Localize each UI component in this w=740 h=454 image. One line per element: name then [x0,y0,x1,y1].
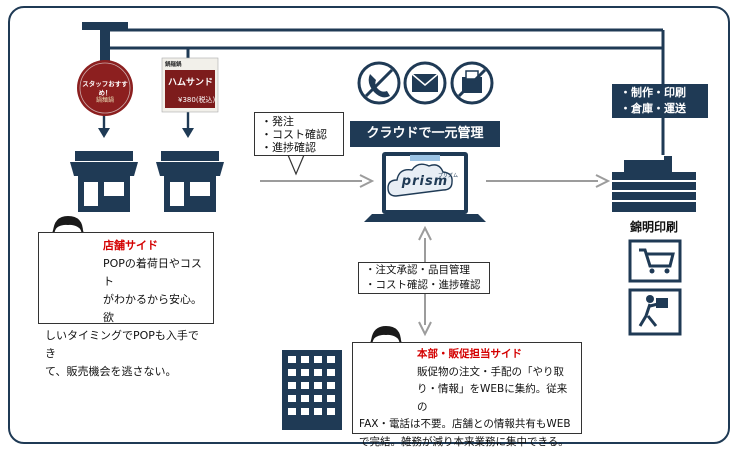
prism-logo-kana: プリズム [438,173,459,179]
prism-cloud-logo [387,163,453,197]
cloud-banner-connector [410,155,440,161]
production-labels-box: ・制作・印刷 ・倉庫・運送 [612,84,708,118]
factory-building-icon [612,156,696,212]
hq-actions-callout: ・注文承認・品目管理 ・コスト確認・進捗確認 [358,262,490,294]
arrow-to-store-right [182,128,194,138]
arrow-to-company [595,174,611,188]
delivery-person-icon [628,288,682,336]
hq-side-line-4: で完結。雑務が減り本来業務に集中できる。 [359,435,569,448]
price-sign-logo: 鍋麺鍋 [165,62,182,68]
store-icon-left [70,151,138,212]
hq-side-callout: 本部・販促担当サイド 販促物の注文・手配の「やり取 り・情報」をWEBに集約。従… [352,342,582,448]
store-icon-right [156,151,224,212]
price-sign-product: ハムサンド [168,78,214,88]
order-label-1: ・発注 [261,115,294,128]
production-label-1: ・制作・印刷 [620,86,686,99]
hq-side-line-1: 販促物の注文・手配の「やり取 [417,365,564,378]
arrow-up-to-laptop [418,225,432,241]
hq-label-1: ・注文承認・品目管理 [365,264,470,276]
arrow-to-store-left [98,128,110,138]
pop-sign-logo: 鍋麺鍋 [95,97,114,104]
price-sign-price: ¥380(税込) [178,96,216,104]
store-side-title: 店舗サイド [103,239,158,252]
pop-sign-text: スタッフおすすめ！ [82,80,128,97]
fax-crossed-icon [450,61,494,105]
company-name: 錦明印刷 [629,220,678,234]
order-actions-callout: ・発注 ・コスト確認 ・進捗確認 [254,112,344,156]
shopping-cart-icon [628,239,682,283]
store-side-line-1: POPの着荷日やコスト [103,257,202,288]
pop-stand-icon [77,22,133,116]
arrow-to-laptop [359,174,375,188]
prism-logo-text: prism [401,174,449,189]
store-side-callout: 店舗サイド POPの着荷日やコスト がわかるから安心。欲 しいタイミングでPOP… [38,232,214,378]
store-side-line-2: がわかるから安心。欲 [103,293,202,324]
order-label-2: ・コスト確認 [261,128,327,141]
price-sign-icon [161,57,219,113]
hq-label-2: ・コスト確認・進捗確認 [365,279,481,291]
mail-icon [403,61,447,105]
hq-side-title: 本部・販促担当サイド [417,348,522,360]
hq-side-line-2: り・情報」をWEBに集約。従来の [417,383,568,413]
arrow-down-to-hq [418,321,432,337]
hq-side-line-3: FAX・電話は不要。店舗との情報共有もWEB [359,418,571,430]
order-label-3: ・進捗確認 [261,141,316,154]
store-side-line-3: しいタイミングでPOPも入手でき [45,329,199,360]
diagram-frame [8,6,730,444]
phone-crossed-icon [357,61,401,105]
cloud-banner: クラウドで一元管理 [350,121,500,147]
office-building-icon [282,350,342,430]
production-label-2: ・倉庫・運送 [620,102,686,115]
order-callout-tail [287,154,305,176]
store-side-line-4: て、販売機会を逃さない。 [45,365,177,378]
